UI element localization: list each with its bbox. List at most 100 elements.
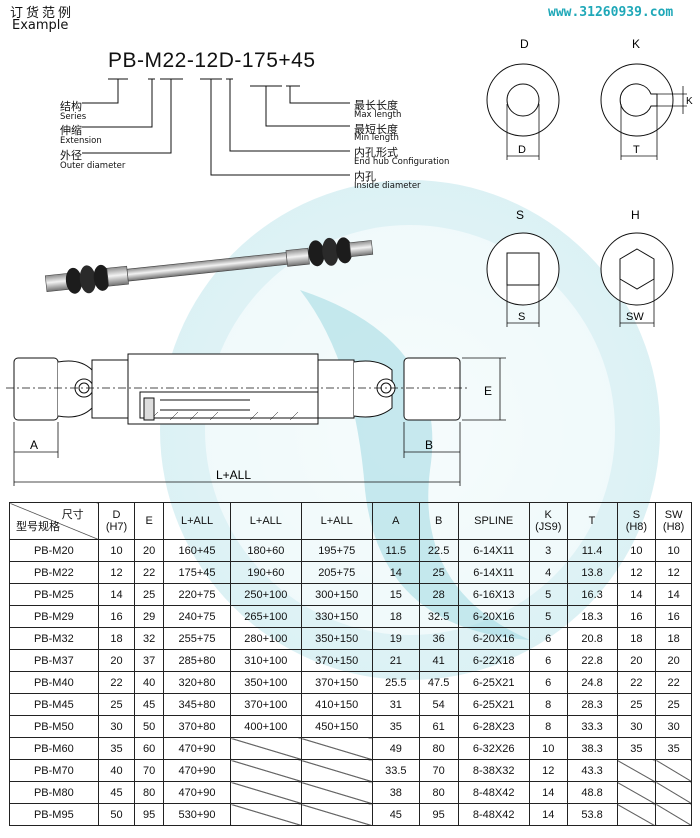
table-cell: 16 [616, 605, 657, 628]
table-cell: 10 [655, 539, 692, 562]
table-cell: 30 [97, 715, 136, 738]
bore-type-h-title: H [631, 208, 640, 222]
table-cell: 470+90 [162, 737, 232, 760]
page-title-cn: 订货范例 [10, 6, 75, 21]
table-cell: 53.8 [566, 803, 618, 826]
table-cell: 160+45 [162, 539, 232, 562]
table-cell: 47.5 [418, 671, 459, 694]
bore-type-k-title: K [632, 37, 640, 51]
table-header-line1: L+ALL [249, 515, 282, 527]
table-cell: 20 [97, 649, 136, 672]
table-cell [230, 759, 302, 782]
table-header-cell: E [134, 502, 164, 540]
table-header-line2: (H8) [662, 521, 685, 533]
table-cell: 350+150 [300, 627, 373, 650]
table-cell: 450+150 [300, 715, 373, 738]
product-photo-telescopic-joint [44, 237, 374, 294]
table-cell: 25 [97, 693, 136, 716]
table-header-line1: A [392, 515, 400, 527]
table-cell: 45 [134, 693, 164, 716]
table-cell: 10 [616, 539, 657, 562]
table-cell: 8-48X42 [457, 781, 530, 804]
dimension-a-label: A [30, 438, 38, 452]
table-cell: 11.5 [371, 539, 420, 562]
table-cell: 195+75 [300, 539, 373, 562]
bore-type-h-diagram: H SW [600, 208, 674, 327]
table-cell [300, 737, 373, 760]
table-cell [616, 759, 657, 782]
table-cell: 530+90 [162, 803, 232, 826]
table-cell: 21 [371, 649, 420, 672]
table-cell: 15 [371, 583, 420, 606]
label-hub-config-en: End hub Configuration [354, 157, 450, 167]
table-cell: 38 [371, 781, 420, 804]
table-cell: 60 [134, 737, 164, 760]
table-cell: 345+80 [162, 693, 232, 716]
table-cell: 22 [616, 671, 657, 694]
table-cell: 22 [655, 671, 692, 694]
table-cell: 6-32X26 [457, 737, 530, 760]
table-header-line1: L+ALL [320, 515, 353, 527]
table-cell: 25 [616, 693, 657, 716]
table-cell [655, 803, 692, 826]
table-cell: 22 [97, 671, 136, 694]
table-cell: 33.3 [566, 715, 618, 738]
table-cell: 6 [528, 649, 568, 672]
table-cell: 6-14X11 [457, 561, 530, 584]
table-cell: 80 [134, 781, 164, 804]
bore-type-s-diagram: S S [486, 208, 560, 327]
label-min-length-en: Min length [354, 133, 399, 143]
table-header-line2: (JS9) [535, 521, 562, 533]
table-model-cell: PB-M25 [9, 583, 99, 606]
table-header-line1: K [544, 509, 552, 521]
table-cell: 8-38X32 [457, 759, 530, 782]
table-cell: 35 [616, 737, 657, 760]
table-cell: 370+150 [300, 671, 373, 694]
table-cell: 14 [616, 583, 657, 606]
table-cell: 350+100 [230, 671, 302, 694]
bore-type-h-dim: SW [626, 311, 644, 323]
table-cell: 18 [655, 627, 692, 650]
table-cell: 29 [134, 605, 164, 628]
table-cell: 32.5 [418, 605, 459, 628]
table-cell: 400+100 [230, 715, 302, 738]
table-cell [616, 803, 657, 826]
table-header-cell: D(H7) [97, 502, 136, 540]
order-code-example: PB-M22-12D-175+45 [108, 49, 316, 72]
table-cell: 22 [134, 561, 164, 584]
dimension-total-length-label: L+ALL [216, 468, 251, 482]
table-cell [300, 759, 373, 782]
table-cell: 12 [655, 561, 692, 584]
bore-type-d-title: D [520, 37, 529, 51]
table-cell: 40 [97, 759, 136, 782]
table-cell: 8 [528, 693, 568, 716]
table-cell [655, 759, 692, 782]
label-series-cn: 结构 [60, 100, 82, 113]
table-cell: 240+75 [162, 605, 232, 628]
table-header-cell: SPLINE [457, 502, 530, 540]
table-cell: 265+100 [230, 605, 302, 628]
table-header-line1: B [434, 515, 443, 527]
table-cell: 16 [97, 605, 136, 628]
table-cell: 20 [134, 539, 164, 562]
table-cell: 285+80 [162, 649, 232, 672]
table-cell: 6-16X13 [457, 583, 530, 606]
table-cell: 22.8 [566, 649, 618, 672]
table-cell: 70 [418, 759, 459, 782]
table-cell: 33.5 [371, 759, 420, 782]
table-cell: 45 [97, 781, 136, 804]
bore-type-d-diagram: D D [486, 37, 560, 160]
order-code-leader-lines [82, 78, 350, 176]
table-cell: 6 [528, 627, 568, 650]
table-cell: 25 [134, 583, 164, 606]
table-cell: 22.5 [418, 539, 459, 562]
table-cell: 95 [418, 803, 459, 826]
table-cell: 220+75 [162, 583, 232, 606]
table-header-cell: B [418, 502, 459, 540]
table-cell: 18.3 [566, 605, 618, 628]
